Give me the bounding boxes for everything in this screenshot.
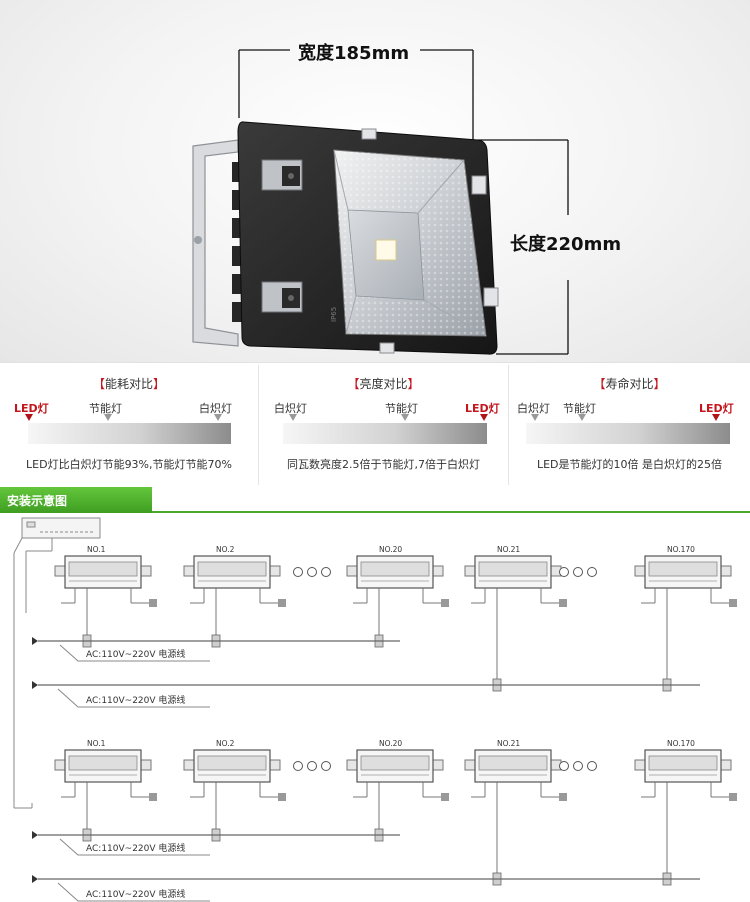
energy-title: 【能耗对比】: [92, 377, 166, 391]
brightness-title: 【亮度对比】: [347, 377, 420, 391]
width-dimension: [238, 49, 474, 140]
unit-label: NO.2: [216, 545, 235, 554]
fixture-unit: NO.20: [346, 545, 449, 648]
install-tab: 安装示意图: [0, 487, 152, 513]
energy-note: LED灯比白炽灯节能93%,节能灯节能70%: [26, 458, 232, 471]
install-rule: [152, 511, 750, 513]
power-label: AC:110V~220V 电源线: [86, 888, 185, 900]
unit-label: NO.170: [667, 545, 695, 554]
plug-icon: [32, 831, 38, 839]
floodlight-illustration: IP65: [192, 49, 569, 355]
arrow-cfl: [401, 414, 409, 421]
plug-icon: [32, 637, 38, 645]
callout-leader: [57, 688, 210, 708]
divider: [258, 365, 259, 485]
unit-label: NO.20: [379, 545, 402, 554]
fixture-unit: NO.20: [346, 739, 449, 842]
product-hero: IP65 宽度185mm 长度220mm: [0, 0, 750, 362]
power-label: AC:110V~220V 电源线: [86, 694, 185, 706]
length-dimension: [478, 139, 569, 355]
arrow-led: [25, 414, 33, 421]
unit-label: NO.1: [87, 739, 106, 748]
lifespan-title: 【寿命对比】: [593, 377, 666, 391]
more-units-ellipsis: [293, 761, 331, 771]
fixture-unit: NO.1: [54, 739, 157, 842]
fixture-unit: NO.2: [183, 739, 286, 842]
led-chip: [375, 239, 397, 261]
unit-label: NO.20: [379, 739, 402, 748]
callout-leader: [57, 882, 210, 902]
fixture-unit: NO.21: [464, 739, 567, 886]
arrow-incandescent: [214, 414, 222, 421]
energy-gradient-bar: [28, 423, 231, 444]
unit-label: NO.1: [87, 545, 106, 554]
brightness-comparison: 【亮度对比】 白炽灯 节能灯 LED灯 同瓦数亮度2.5倍于节能灯,7倍于白炽灯: [259, 363, 508, 487]
brightness-note: 同瓦数亮度2.5倍于节能灯,7倍于白炽灯: [287, 458, 480, 471]
lamp-label-led: LED灯: [699, 402, 734, 415]
energy-comparison: 【能耗对比】 LED灯 节能灯 白炽灯 LED灯比白炽灯节能93%,节能灯节能7…: [0, 363, 258, 487]
lifespan-gradient-bar: [526, 423, 730, 444]
fixture-unit: NO.170: [634, 739, 737, 886]
arrow-incandescent: [531, 414, 539, 421]
lamp-label-cfl: 节能灯: [385, 402, 418, 415]
install-header: 安装示意图: [0, 487, 750, 513]
more-units-ellipsis: [559, 567, 597, 577]
ip-rating-mark: IP65: [330, 307, 338, 322]
arrow-led: [480, 414, 488, 421]
lifespan-note: LED是节能灯的10倍 是白炽灯的25倍: [536, 458, 723, 471]
lamp-label-incandescent: 白炽灯: [517, 402, 550, 415]
arrow-cfl: [104, 414, 112, 421]
fixture-unit: NO.1: [54, 545, 157, 648]
arrow-cfl: [578, 414, 586, 421]
cable-gland-top: [261, 159, 303, 191]
unit-label: NO.170: [667, 739, 695, 748]
fixture-unit: NO.21: [464, 545, 567, 692]
unit-label: NO.2: [216, 739, 235, 748]
plug-icon: [32, 681, 38, 689]
arrow-incandescent: [289, 414, 297, 421]
lamp-label-led: LED灯: [14, 402, 49, 415]
unit-label: NO.21: [497, 739, 520, 748]
more-units-ellipsis: [559, 761, 597, 771]
width-label: 宽度185mm: [298, 43, 410, 64]
lamp-label-incandescent: 白炽灯: [274, 402, 307, 415]
lamp-label-cfl: 节能灯: [89, 402, 122, 415]
callout-leader: [59, 644, 210, 662]
unit-label: NO.21: [497, 545, 520, 554]
power-label: AC:110V~220V 电源线: [86, 648, 185, 660]
length-label: 长度220mm: [510, 234, 622, 255]
arrow-led: [712, 414, 720, 421]
comparison-section: 【能耗对比】 LED灯 节能灯 白炽灯 LED灯比白炽灯节能93%,节能灯节能7…: [0, 362, 750, 487]
lamp-label-cfl: 节能灯: [563, 402, 596, 415]
lifespan-comparison: 【寿命对比】 白炽灯 节能灯 LED灯 LED是节能灯的10倍 是白炽灯的25倍: [509, 363, 750, 487]
divider: [508, 365, 509, 485]
glass-clips: [361, 128, 499, 354]
install-title: 安装示意图: [7, 494, 68, 508]
lamp-label-led: LED灯: [465, 402, 500, 415]
fixture-unit: NO.170: [634, 545, 737, 692]
plug-icon: [32, 875, 38, 883]
fixture-unit: NO.2: [183, 545, 286, 648]
callout-leader: [59, 838, 210, 856]
brightness-gradient-bar: [283, 423, 487, 444]
cable-gland-bottom: [261, 281, 303, 313]
power-label: AC:110V~220V 电源线: [86, 842, 185, 854]
more-units-ellipsis: [293, 567, 331, 577]
lamp-label-incandescent: 白炽灯: [199, 402, 232, 415]
